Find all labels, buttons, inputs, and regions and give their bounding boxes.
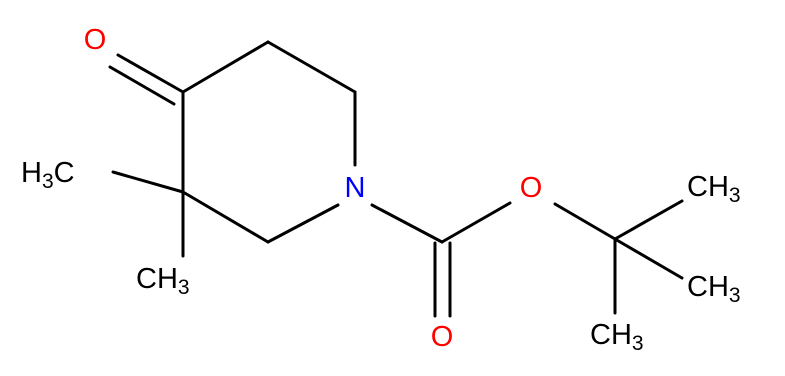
- oxygen-ketone-label: O: [84, 24, 107, 56]
- bond-c3-methyl-left: [111, 170, 185, 194]
- bond-c2-c3: [181, 190, 270, 244]
- bond-c4-o-ketone-b: [108, 65, 176, 106]
- bond-c-quat-methyl-mid: [613, 237, 684, 280]
- tbu-methyl-top-label: CH3: [687, 171, 741, 207]
- oxygen-ester-label: O: [520, 172, 543, 204]
- bond-c4-o-ketone-a: [116, 53, 185, 94]
- methyl-left-label: H3C: [21, 157, 75, 193]
- oxygen-carbonyl-label: O: [431, 321, 454, 353]
- bond-c-quat-methyl-top: [613, 199, 684, 241]
- tbu-methyl-bottom-label: CH3: [590, 319, 644, 355]
- bond-c4-c5: [181, 40, 270, 94]
- nitrogen-label: N: [345, 172, 366, 204]
- bond-o-ester-c-quat: [553, 202, 617, 241]
- methyl-bottom-label: CH3: [136, 263, 190, 299]
- bond-c5-c6: [266, 40, 357, 94]
- bond-c-carbamate-o-ester: [440, 201, 512, 244]
- tbu-methyl-mid-label: CH3: [687, 271, 741, 307]
- bond-n1-c2: [266, 203, 340, 244]
- bond-n1-c-carbamate: [370, 203, 444, 244]
